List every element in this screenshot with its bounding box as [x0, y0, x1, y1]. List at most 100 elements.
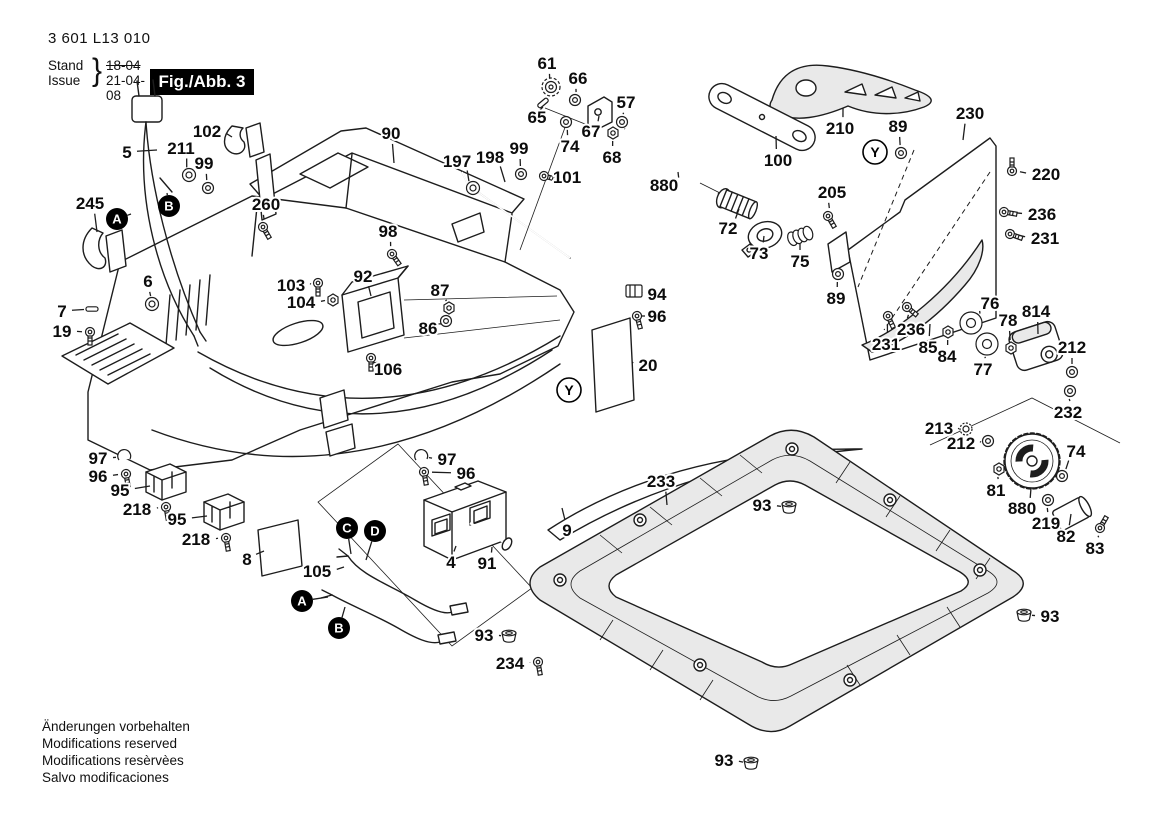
part-callout-93: 93	[473, 624, 517, 647]
part-number-label: 101	[553, 168, 581, 187]
part-callout-814: 814	[1020, 300, 1053, 335]
part-callout-231: 231	[1004, 227, 1061, 250]
reference-marker-B: B	[158, 192, 180, 217]
clip2-icon	[414, 449, 429, 461]
part-callout-75: 75	[787, 225, 814, 273]
part-callout-99: 99	[508, 137, 530, 181]
reference-marker-D: D	[364, 520, 386, 561]
part-number-label: 89	[827, 289, 846, 308]
washer-icon	[568, 93, 582, 107]
issue-value: 21-04-08	[106, 73, 146, 103]
foot-icon	[781, 500, 797, 514]
screw-icon	[1094, 514, 1110, 534]
part-callout-4: 4	[444, 545, 458, 574]
part-callout-218: 218	[121, 498, 172, 521]
reference-marker-A: A	[291, 590, 329, 612]
part-callout-205: 205	[816, 181, 848, 230]
part-callout-260: 260	[250, 193, 282, 241]
clip-icon	[625, 284, 643, 298]
part-callout-87: 87	[429, 279, 455, 315]
washer-icon	[514, 167, 528, 181]
bracket-67-part	[519, 96, 613, 251]
part-number-label: 75	[791, 252, 810, 271]
part-callout-8: 8	[240, 548, 265, 571]
part-number-label: 232	[1054, 403, 1082, 422]
part-number-label: 74	[561, 137, 580, 156]
label-20-part	[591, 317, 635, 413]
base-frame-233-part	[529, 429, 1024, 733]
part-callout-99: 99	[193, 152, 215, 195]
part-number-label: 19	[53, 322, 72, 341]
reference-marker-A: A	[106, 208, 132, 230]
footer-notes: Änderungen vorbehalten Modifications res…	[42, 718, 190, 786]
part-number-label: 95	[111, 481, 130, 500]
part-number-label: 218	[182, 530, 210, 549]
stand-value: 18-04	[106, 58, 141, 73]
part-callout-74: 74	[559, 115, 582, 158]
screw-icon	[312, 277, 324, 297]
part-number-label: 99	[195, 154, 214, 173]
nut-icon	[327, 293, 339, 307]
knurl-icon	[959, 422, 973, 436]
part-number-label: 4	[446, 553, 456, 572]
part-number-label: 78	[999, 311, 1018, 330]
stand-issue-labels: Stand Issue	[48, 58, 83, 88]
part-number-label: 77	[974, 360, 993, 379]
part-number-label: 97	[438, 450, 457, 469]
bar-100-part	[708, 82, 816, 152]
part-callout-105: 105	[301, 560, 345, 583]
figure-label: Fig./Abb. 3	[158, 72, 246, 91]
pin-icon	[537, 97, 549, 109]
nut-icon	[607, 126, 619, 140]
part-callout-85: 85	[917, 323, 939, 359]
part-number-label: 68	[603, 148, 622, 167]
part-number-label: 96	[648, 307, 667, 326]
screw-icon	[84, 326, 96, 346]
clamp-245-part	[82, 227, 127, 273]
reference-marker-C: C	[336, 517, 358, 555]
part-number-label: 91	[478, 554, 497, 573]
part-number-label: 106	[374, 360, 402, 379]
part-callout-5: 5	[120, 141, 158, 164]
reference-marker-Y: Y	[556, 377, 582, 403]
part-callout-89: 89	[887, 115, 909, 160]
part-number-label: 94	[648, 285, 667, 304]
part-number-label: 231	[1031, 229, 1059, 248]
screw-icon	[386, 248, 402, 267]
top-rail-90	[249, 127, 525, 214]
nut-icon	[942, 325, 954, 339]
part-number-label: 218	[123, 500, 151, 519]
part-callout-93: 93	[751, 494, 797, 517]
part-callout-94: 94	[625, 283, 669, 306]
part-callout-89: 89	[825, 267, 847, 310]
screw-icon	[365, 352, 377, 372]
part-number-label: 65	[528, 108, 547, 127]
part-callout-100: 100	[762, 135, 794, 172]
screw-icon	[882, 310, 897, 330]
screw-icon	[1004, 228, 1024, 242]
part-callout-245: 245	[74, 192, 106, 233]
part-callout-103: 103	[275, 274, 324, 297]
part-number-label: 84	[938, 347, 957, 366]
part-callout-231: 231	[870, 310, 902, 356]
part-callout-74: 74	[1055, 440, 1088, 483]
part-number-label: 230	[956, 104, 984, 123]
washer-icon	[1041, 493, 1055, 507]
part-callout-92: 92	[352, 265, 374, 297]
part-number-label: 96	[89, 467, 108, 486]
part-callout-66: 66	[567, 67, 589, 107]
panel-230-part	[827, 137, 997, 361]
footer-line-de: Änderungen vorbehalten	[42, 719, 190, 734]
washer-icon	[1055, 469, 1069, 483]
screw-icon	[532, 656, 544, 676]
part-number-label: 236	[1028, 205, 1056, 224]
washer-icon	[1065, 365, 1079, 379]
part-callout-9: 9	[560, 507, 574, 542]
screw-icon	[257, 221, 273, 241]
part-number-label: 90	[382, 124, 401, 143]
part-number-label: 87	[431, 281, 450, 300]
part-number-label: 85	[919, 338, 938, 357]
part-number: 3 601 L13 010	[48, 30, 151, 47]
part-callout-197: 197	[441, 150, 481, 196]
part-number-label: 814	[1022, 302, 1051, 321]
